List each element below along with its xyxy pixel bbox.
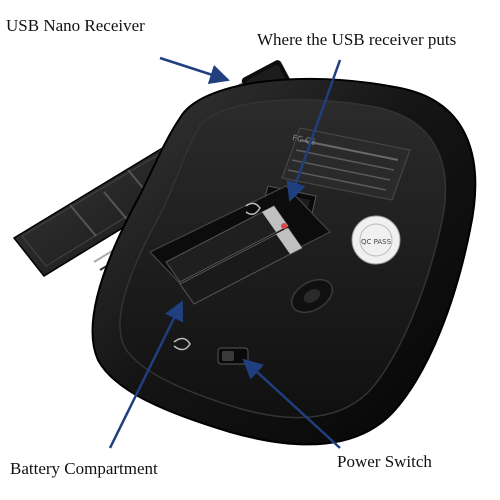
usb-receiver-location-label: Where the USB receiver puts: [257, 30, 457, 49]
mouse-body-image: FC CE QC PASS: [91, 77, 477, 446]
power-switch-label: Power Switch: [337, 452, 432, 471]
battery-compartment: [148, 185, 331, 351]
battery-compartment-label: Battery Compartment: [10, 459, 158, 478]
aa-battery-icon: [165, 205, 289, 283]
usb-nano-receiver-label: USB Nano Receiver: [6, 16, 145, 35]
product-label-sticker: FC CE: [281, 127, 411, 201]
seal-text: QC PASS: [361, 238, 392, 246]
optical-sensor: [290, 278, 334, 314]
arrow-icon: [286, 59, 342, 202]
qc-seal: QC PASS: [351, 215, 401, 265]
aa-battery-icon: [179, 227, 303, 305]
power-switch: [217, 347, 249, 365]
arrow-icon: [242, 358, 341, 449]
arrow-icon: [159, 56, 230, 84]
arrow-icon: [108, 300, 184, 449]
